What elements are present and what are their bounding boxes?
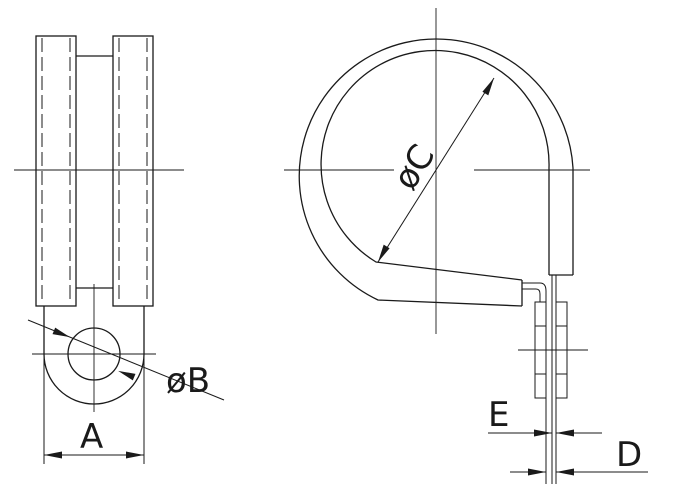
dim-a-label: A: [80, 417, 103, 457]
dim-c-arrow-lower: [378, 244, 390, 262]
dim-d-arrow-right: [556, 468, 574, 476]
dim-c-label: øC: [386, 138, 444, 197]
dim-b-arrow-1: [52, 327, 70, 338]
dim-d-arrow-left: [528, 468, 546, 476]
dim-c-line: [377, 77, 495, 263]
dim-d-label: D: [616, 435, 642, 475]
clamp-band-inner: [320, 49, 550, 281]
clamp-band-outer: [298, 38, 574, 307]
dim-b-label: øB: [166, 361, 210, 401]
dim-e-arrow-right: [556, 429, 574, 437]
dim-e-arrow-left: [534, 429, 552, 437]
dim-e-label: E: [488, 395, 509, 435]
clamp-tab-bend-outer: [522, 282, 547, 400]
side-view-left-flange: [35, 35, 77, 307]
front-view: øC E D: [284, 8, 648, 484]
dim-b-arrow-2: [118, 370, 136, 381]
side-view: øB A: [14, 35, 225, 464]
dim-a-arrow-right: [126, 451, 144, 459]
dim-c-arrow-upper: [482, 78, 494, 96]
clamp-tab-bend-inner: [522, 288, 541, 302]
side-view-right-flange: [112, 35, 154, 307]
dim-a-arrow-left: [44, 451, 62, 459]
